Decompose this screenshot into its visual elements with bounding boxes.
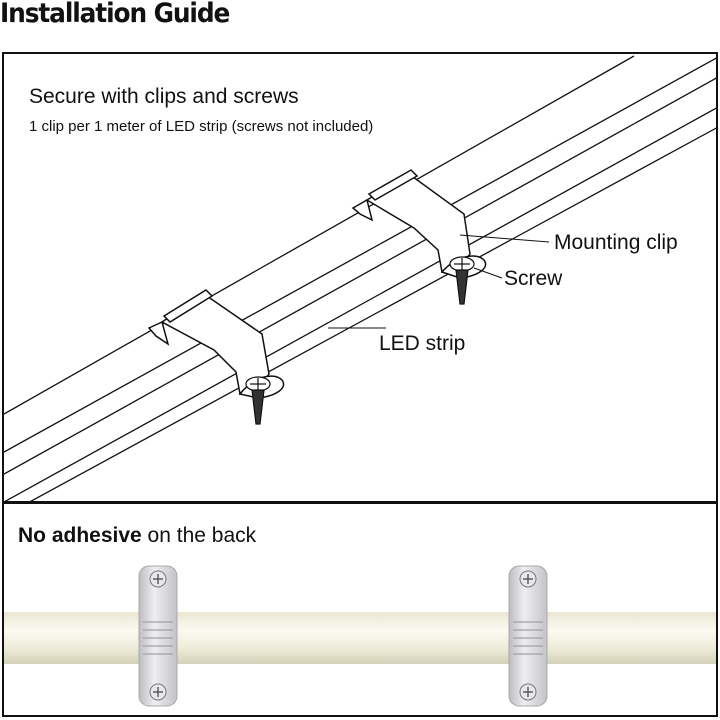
screw-right: [449, 256, 475, 305]
led-strip-body: [4, 57, 716, 501]
screw-icon: [519, 683, 537, 701]
panel-heading: Secure with clips and screws: [29, 85, 299, 108]
mounting-clip-right: [508, 565, 548, 707]
led-strip-diagram: [4, 55, 716, 501]
page-title: Installation Guide: [0, 0, 230, 29]
screw-icon: [149, 683, 167, 701]
led-strip-tube: [4, 612, 716, 664]
leader-line-clip: [459, 234, 550, 243]
mounting-clip-label: Mounting clip: [554, 231, 678, 254]
mounting-clip-left: [147, 289, 285, 399]
panel-subheading: 1 clip per 1 meter of LED strip (screws …: [29, 118, 374, 135]
no-adhesive-panel: No adhesive on the back: [2, 503, 718, 717]
screw-icon: [149, 570, 167, 588]
screw-left: [245, 376, 271, 425]
led-strip-label: LED strip: [379, 332, 466, 355]
strip-photo: [4, 565, 716, 707]
screw-label: Screw: [504, 267, 563, 290]
panel-heading: No adhesive on the back: [18, 524, 257, 547]
mounting-clip-left: [138, 565, 178, 707]
screw-icon: [519, 570, 537, 588]
channel-edge-line: [4, 55, 635, 415]
leader-line-screw: [473, 267, 503, 279]
channel-edge-line: [29, 127, 716, 501]
clips-and-screws-panel: Secure with clips and screws 1 clip per …: [2, 52, 718, 503]
channel-edge-line: [4, 77, 716, 475]
